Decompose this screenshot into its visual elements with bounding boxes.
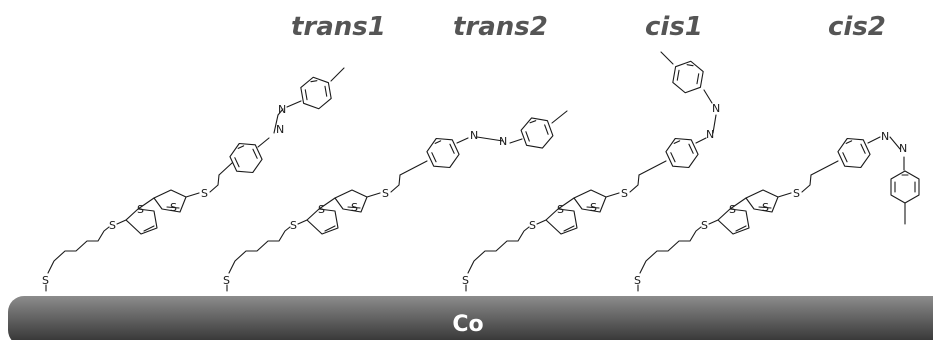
cobalt-substrate: Co	[8, 296, 933, 340]
svg-text:N: N	[881, 130, 889, 143]
svg-text:N: N	[278, 103, 286, 116]
svg-text:N: N	[706, 128, 714, 141]
label-trans1: trans1	[291, 12, 386, 42]
molecule-trans1: N N	[41, 67, 345, 292]
label-cis2: cis2	[828, 12, 886, 42]
svg-text:N: N	[470, 129, 478, 142]
molecule-trans2: N N	[222, 110, 568, 292]
label-trans2: trans2	[453, 12, 548, 42]
molecule-cis1: N N	[461, 51, 720, 292]
svg-text:N: N	[276, 123, 284, 136]
svg-text:N: N	[712, 102, 720, 115]
svg-text:N: N	[499, 135, 507, 148]
svg-text:N: N	[899, 142, 907, 155]
molecule-cis2: N N	[633, 130, 920, 292]
substrate-label: Co	[452, 312, 483, 337]
label-cis1: cis1	[645, 12, 703, 42]
